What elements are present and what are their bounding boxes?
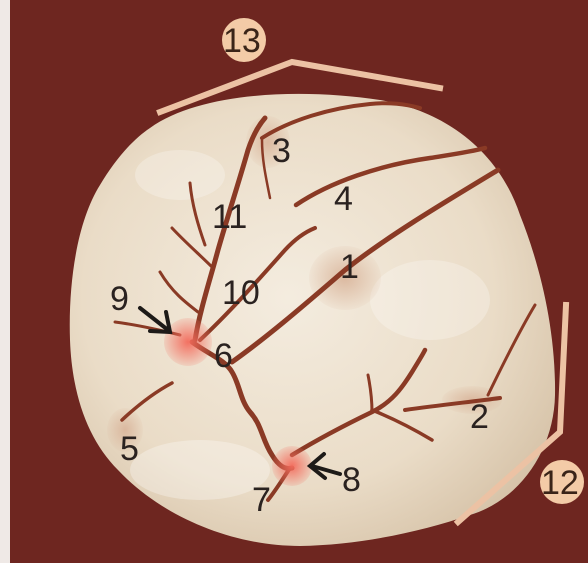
label-2: 2 [470, 398, 489, 436]
label-5: 5 [120, 430, 139, 468]
enamel-highlight [135, 150, 225, 200]
label-1: 1 [340, 248, 359, 286]
label-4: 4 [334, 180, 353, 218]
enamel-highlight [370, 260, 490, 340]
label-13: 13 [223, 22, 261, 60]
label-7: 7 [252, 481, 271, 519]
pit-8 [272, 446, 312, 486]
label-9: 9 [110, 280, 129, 318]
pit-9 [164, 318, 212, 366]
label-10: 10 [222, 274, 260, 312]
label-12: 12 [541, 464, 579, 502]
left-margin [0, 0, 10, 563]
label-11: 11 [212, 198, 247, 236]
enamel-highlight [130, 440, 270, 500]
label-8: 8 [342, 461, 361, 499]
label-6: 6 [214, 337, 233, 375]
label-3: 3 [272, 132, 291, 170]
